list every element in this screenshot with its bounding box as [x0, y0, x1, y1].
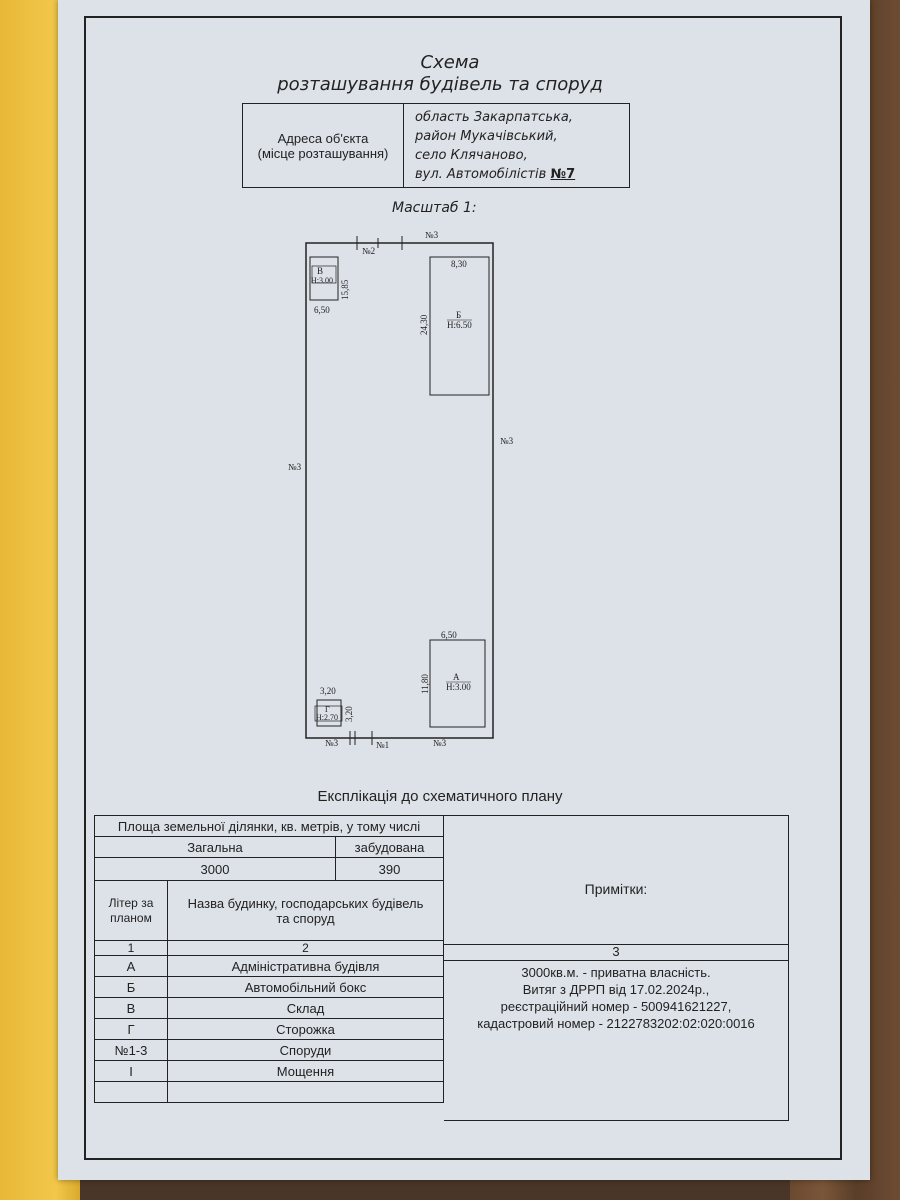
building-g-tag — [314, 705, 343, 722]
table-row: В Склад — [94, 997, 444, 1019]
note-line: 3000кв.м. - приватна власність. — [521, 965, 711, 980]
total-label: Загальна — [94, 836, 336, 858]
building-v — [309, 256, 339, 301]
building-v-tag — [311, 265, 337, 284]
notes-text: 3000кв.м. - приватна власність. Витяг з … — [444, 960, 788, 1032]
building-g-letter: Г — [325, 705, 330, 714]
label-no1: №1 — [376, 740, 389, 750]
note-line: реєстраційний номер - 500941621227, — [500, 999, 732, 1014]
address-street: вул. Автомобілістів — [415, 167, 547, 182]
col-num-3: 3 — [444, 944, 788, 959]
building-v-width: 6,50 — [314, 305, 330, 315]
building-a-height: Н:3.00 — [446, 682, 471, 692]
col-num-1: 1 — [94, 940, 168, 956]
building-b-width: 8,30 — [451, 259, 467, 269]
building-g-width: 3,20 — [320, 686, 336, 696]
building-a — [429, 639, 486, 728]
table-row: №1-3 Споруди — [94, 1039, 444, 1061]
building-b — [429, 256, 490, 396]
label-right-no3: №3 — [500, 436, 514, 446]
notes-header: Примітки: — [584, 881, 648, 897]
built-label: забудована — [335, 836, 444, 858]
page-frame — [84, 16, 842, 1160]
table-row: Г Сторожка — [94, 1018, 444, 1040]
table-row: Б Автомобільний бокс — [94, 976, 444, 998]
label-top-no3: №3 — [425, 230, 439, 240]
row-letter: Г — [94, 1018, 168, 1040]
row-name: Споруди — [167, 1039, 444, 1061]
row-letter: I — [94, 1060, 168, 1082]
table-row: I Мощення — [94, 1060, 444, 1082]
building-g-height: Н:2.70 — [316, 713, 338, 722]
building-a-length: 11,80 — [420, 674, 430, 694]
row-letter: №1-3 — [94, 1039, 168, 1061]
table-row-empty — [94, 1081, 444, 1103]
building-b-height: Н:6.50 — [447, 320, 472, 330]
lot-boundary — [305, 242, 494, 739]
scale-label: Масштаб 1: — [392, 200, 477, 216]
built-value: 390 — [335, 857, 444, 881]
area-header: Площа земельної ділянки, кв. метрів, у т… — [94, 815, 444, 837]
note-line: кадастровий номер - 2122783202:02:020:00… — [477, 1016, 755, 1031]
row-letter: А — [94, 955, 168, 977]
address-label-line2: (місце розташування) — [257, 145, 389, 161]
explication-block: Площа земельної ділянки, кв. метрів, у т… — [94, 815, 790, 1121]
label-bottom-left-no3: №3 — [325, 738, 339, 748]
explication-title: Експлікація до схематичного плану — [317, 788, 563, 805]
total-value: 3000 — [94, 857, 336, 881]
building-g — [316, 699, 342, 727]
col-letter-header: Літер за планом — [94, 880, 168, 941]
note-line: Витяг з ДРРП від 17.02.2024р., — [522, 982, 710, 997]
row-name: Адміністративна будівля — [167, 955, 444, 977]
notes-column: Примітки: 3 3000кв.м. - приватна власніс… — [444, 815, 789, 1121]
row-letter: Б — [94, 976, 168, 998]
label-bottom-right-no3: №3 — [433, 738, 447, 748]
col-num-2: 2 — [167, 940, 444, 956]
building-b-length: 24,30 — [419, 314, 429, 335]
building-a-width: 6,50 — [441, 630, 457, 640]
address-label-line1: Адреса об'єкта — [277, 130, 369, 146]
address-village: село Клячаново, — [415, 148, 528, 163]
building-b-letter: Б — [456, 310, 461, 320]
address-value: область Закарпатська, район Мукачівський… — [415, 108, 575, 184]
building-v-length: 15,85 — [340, 279, 350, 300]
document-title: Схема — [420, 52, 480, 73]
row-name: Автомобільний бокс — [167, 976, 444, 998]
row-name: Склад — [167, 997, 444, 1019]
address-district: район Мукачівський, — [415, 129, 558, 144]
row-letter: В — [94, 997, 168, 1019]
building-a-letter: А — [453, 672, 460, 682]
building-v-letter: В — [317, 266, 323, 276]
address-region: область Закарпатська, — [415, 110, 573, 125]
address-number: №7 — [550, 167, 576, 182]
table-row: А Адміністративна будівля — [94, 955, 444, 977]
label-left-no3: №3 — [288, 462, 302, 472]
document-subtitle: розташування будівель та споруд — [277, 74, 603, 95]
label-no2: №2 — [362, 246, 375, 256]
row-name: Сторожка — [167, 1018, 444, 1040]
building-g-length: 3,20 — [344, 706, 354, 722]
building-v-height: Н:3.00 — [311, 276, 333, 285]
explication-table: Площа земельної ділянки, кв. метрів, у т… — [94, 815, 444, 1103]
address-box: Адреса об'єкта (місце розташування) обла… — [242, 103, 630, 188]
row-name: Мощення — [167, 1060, 444, 1082]
col-name-header: Назва будинку, господарських будівель та… — [167, 880, 444, 941]
address-label: Адреса об'єкта (місце розташування) — [243, 104, 404, 187]
